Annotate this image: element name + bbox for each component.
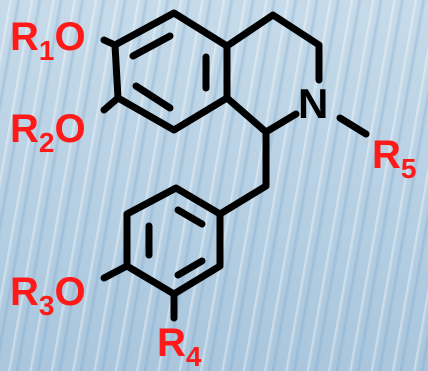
label-r2o: R2O [10, 107, 86, 158]
label-r1o: R1O [10, 15, 86, 66]
ring2-double-bond-2 [174, 206, 206, 228]
piperidine-ring [223, 11, 323, 136]
o2-bond [100, 94, 122, 114]
ch2-linker [216, 128, 270, 218]
upper-benzene-ring [111, 9, 231, 134]
label-r4: R4 [157, 321, 202, 371]
ring2-double-bond-3 [174, 257, 206, 279]
label-r3o: R3O [10, 270, 86, 321]
lower-benzene-ring [123, 184, 224, 298]
ring-double-bond-1 [129, 32, 174, 60]
o1-bond [100, 36, 119, 49]
label-r5: R5 [372, 133, 416, 184]
n-to-c1-bond [262, 110, 300, 136]
o3-bond [100, 262, 131, 282]
n-r5-bond [336, 114, 370, 138]
label-nitrogen: N [298, 80, 328, 127]
ring-double-bond-3 [132, 82, 174, 112]
